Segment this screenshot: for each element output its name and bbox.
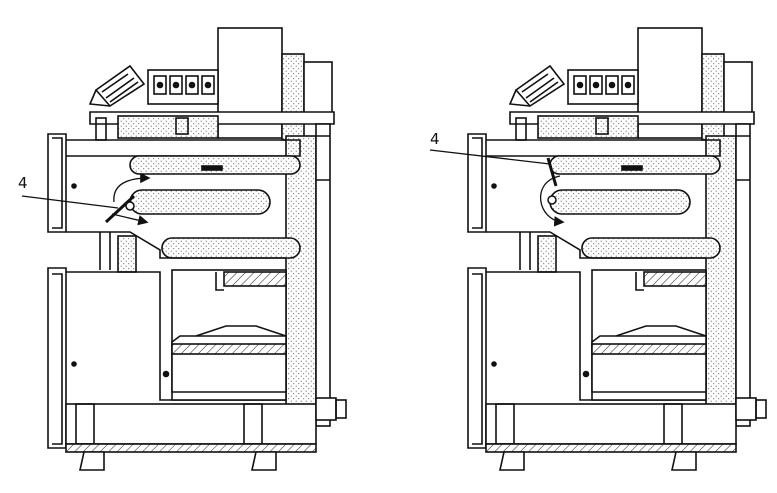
boiler-section-right [467,27,767,471]
flow-arrow-right [540,175,565,227]
callout-label-right: 4 [430,130,440,148]
callout-leader-left [21,195,119,209]
damper-pivot-left [125,201,135,211]
flow-arrow-up-left [113,172,151,203]
callout-leader-right [429,149,551,165]
flow-arrow-down-left [111,213,149,226]
damper-plate-right [546,157,558,187]
callout-label-left: 4 [18,174,28,192]
damper-pivot-right [547,195,557,205]
panel-right: 4 [429,27,767,471]
boiler-section-left [47,27,347,471]
damper-plate-left [104,194,136,224]
panel-left: 4 [18,27,347,471]
